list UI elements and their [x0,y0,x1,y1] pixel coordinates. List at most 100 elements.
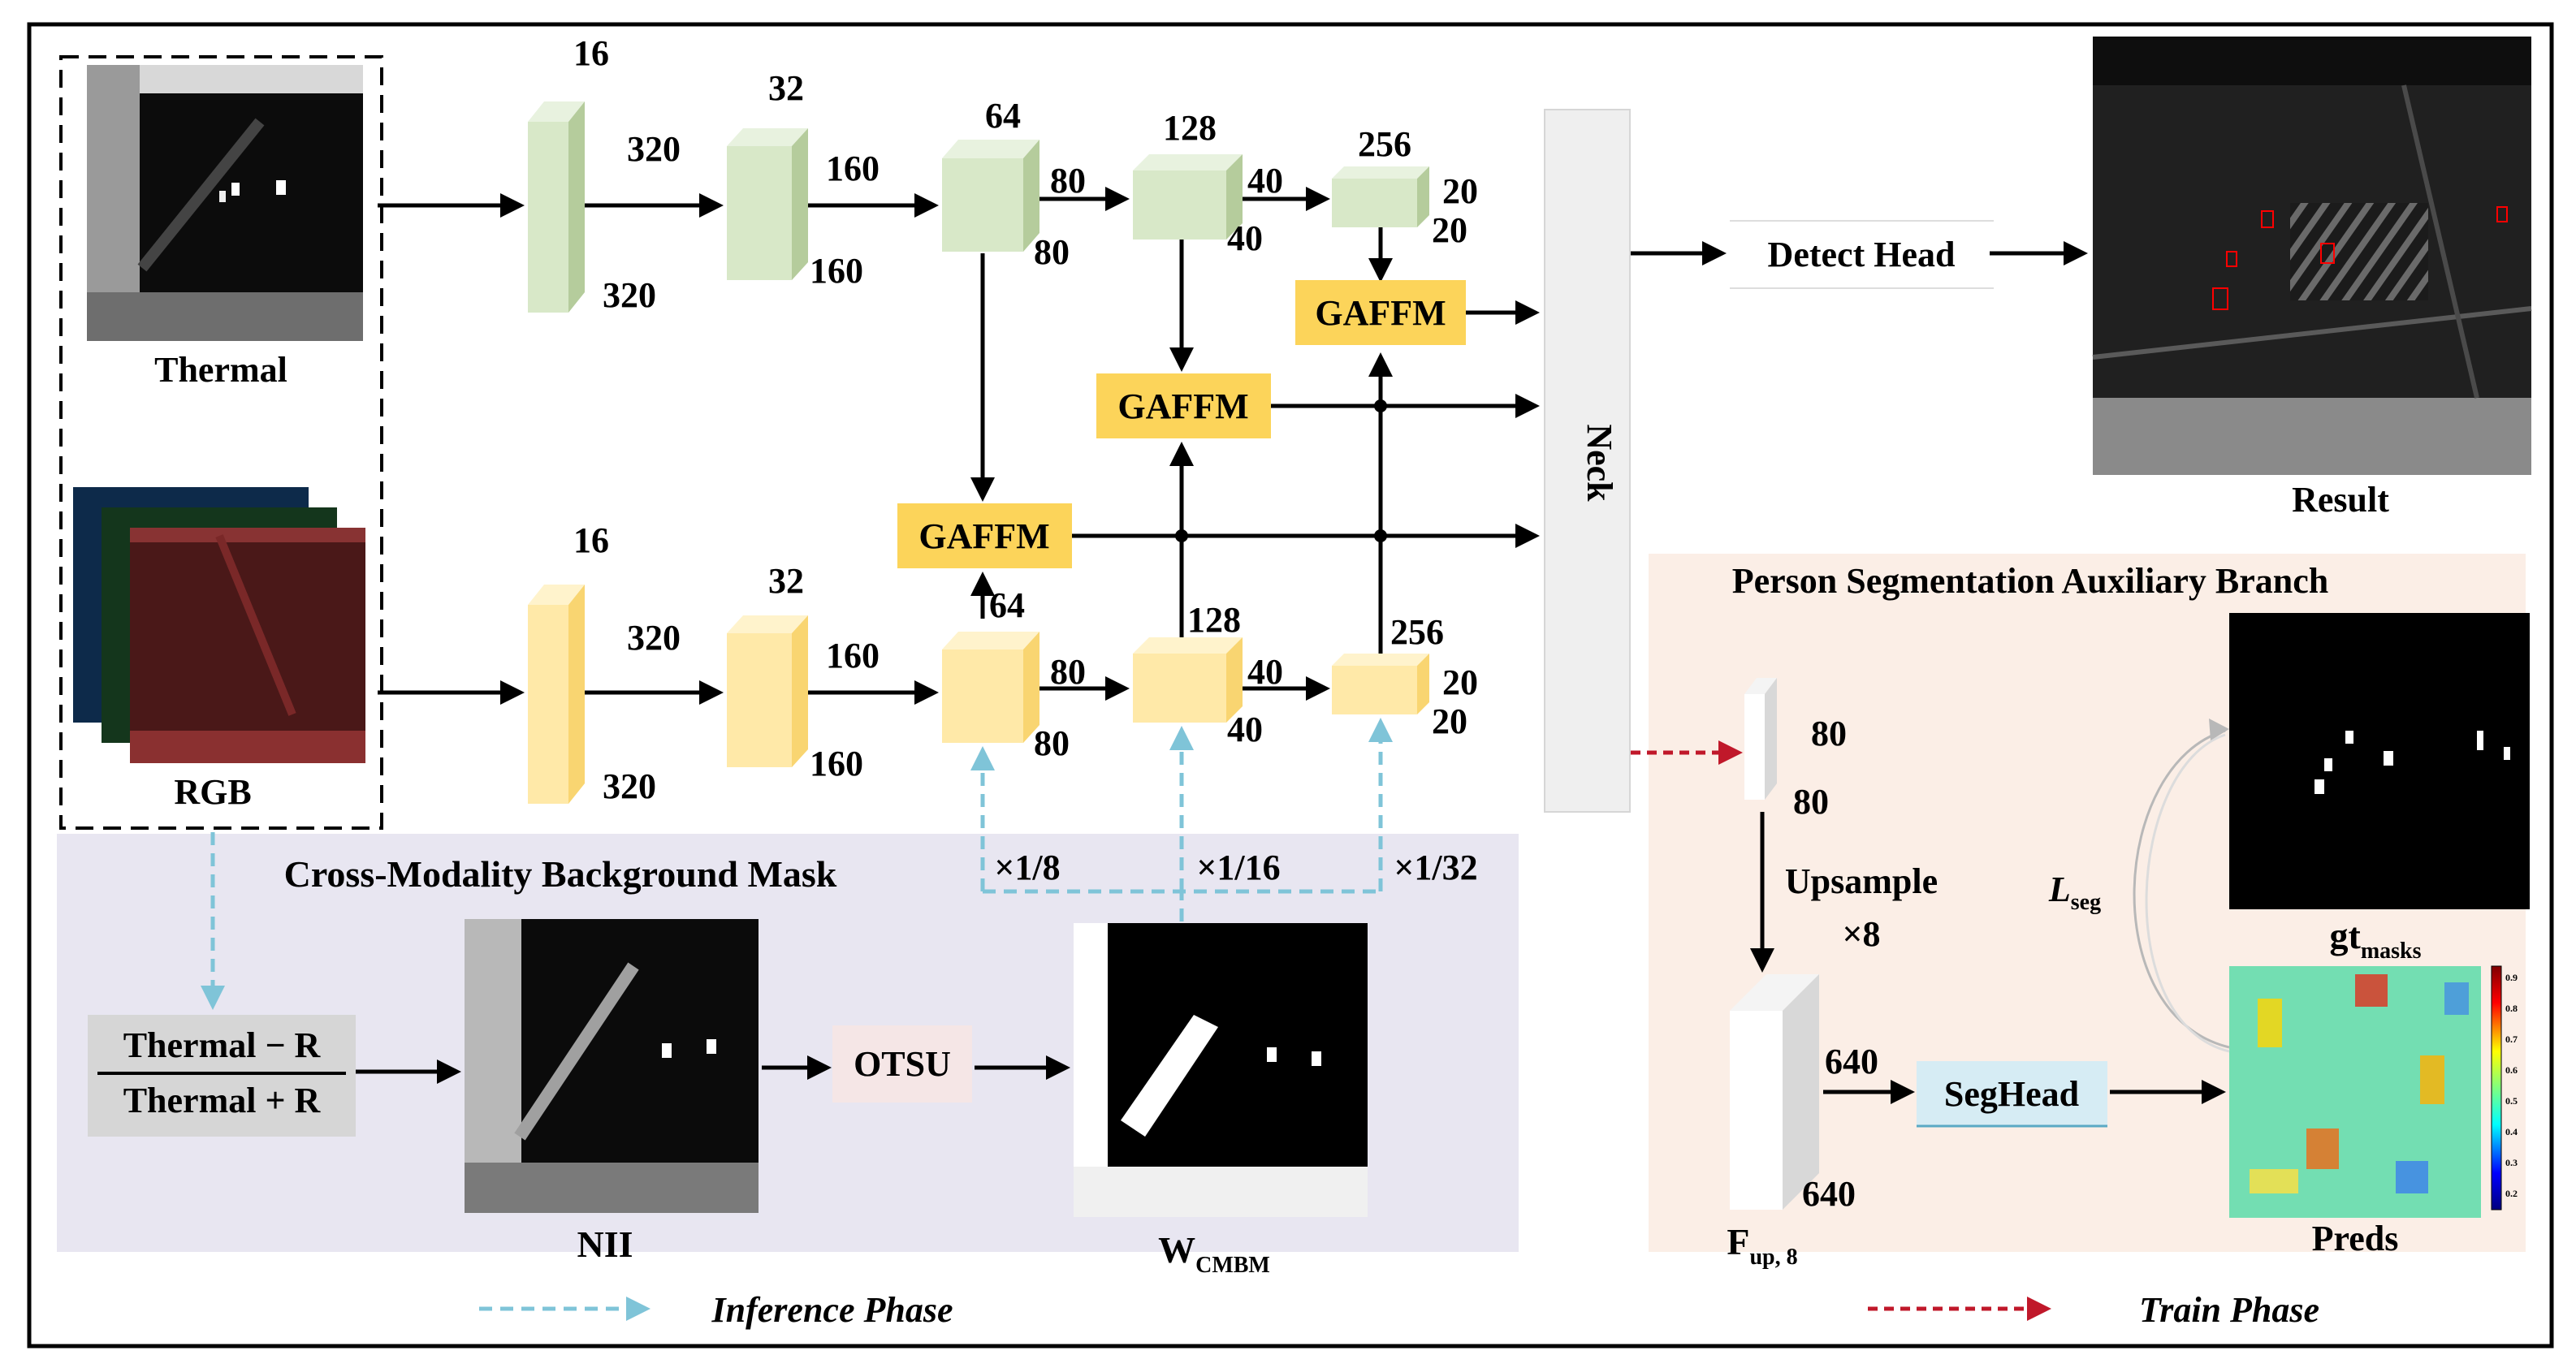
thermal-stage-2-size-a: 160 [826,149,880,188]
seghead-block: SegHead [1917,1061,2107,1128]
thermal-stage-5-size-b: 20 [1432,210,1467,250]
seg-feature-cube [1744,678,1777,800]
rgb-cube-1 [528,585,585,804]
svg-text:GAFFM: GAFFM [1315,293,1446,333]
rgb-cube-3 [942,632,1039,743]
result-image [2092,37,2532,475]
colorbar-tick-6: 0.3 [2505,1157,2518,1168]
rgb-stage-2-size-b: 160 [810,744,863,783]
rgb-image-stack [73,487,365,763]
thermal-stage-4-channels: 128 [1163,108,1217,148]
thermal-stage-2-channels: 32 [768,68,804,108]
rgb-stage-2-size-a: 160 [826,636,880,675]
thermal-stage-1-size-a: 320 [627,129,681,169]
inference-paths [201,718,1393,1010]
seg-branch-title: Person Segmentation Auxiliary Branch [1732,561,2329,601]
cmbm-title: Cross-Modality Background Mask [284,853,837,895]
seg-feature-size-b: 80 [1793,782,1829,822]
rgb-stage-3-channels: 64 [989,585,1025,625]
thermal-stage-1-size-b: 320 [603,275,656,315]
rgb-stage-1-channels: 16 [573,520,609,560]
thermal-stage-4-size-a: 40 [1247,161,1283,201]
thermal-stage-5-size-a: 20 [1442,171,1478,211]
thermal-stage-3-channels: 64 [985,96,1021,136]
svg-text:SegHead: SegHead [1944,1074,2079,1114]
svg-text:Thermal + R: Thermal + R [123,1081,322,1120]
otsu-block: OTSU [832,1025,972,1103]
rgb-label: RGB [174,772,251,812]
seg-feature-size-a: 80 [1811,714,1847,753]
rgb-stage-3-size-a: 80 [1050,652,1086,692]
scale-label-1-8: ×1/8 [994,848,1060,887]
colorbar-tick-3: 0.6 [2505,1064,2518,1076]
rgb-stage-2-channels: 32 [768,561,804,601]
thermal-stage-4-size-b: 40 [1227,218,1263,258]
gt-masks-label: gtmasks [2329,915,2421,964]
rgb-stage-4-size-b: 40 [1227,710,1263,749]
inference-legend-label: Inference Phase [711,1290,953,1330]
gaffm-module-2: GAFFM [1096,373,1271,438]
colorbar-tick-1: 0.8 [2505,1003,2518,1014]
detect-head: Detect Head [1730,220,1994,289]
rgb-cube-4 [1133,637,1243,723]
loss-arc-inner [2145,733,2230,1053]
rgb-cube-5 [1332,654,1429,714]
rgb-stage-4-channels: 128 [1187,600,1241,640]
fup-cube [1730,974,1819,1210]
cmbm-arrows [356,1055,1070,1084]
colorbar-tick-0: 0.9 [2505,972,2518,983]
input-dashed-box [59,55,383,830]
neck-block [1544,109,1631,813]
preds-label: Preds [2312,1219,2399,1258]
scale-label-1-32: ×1/32 [1394,848,1477,887]
colorbar-tick-7: 0.2 [2505,1188,2518,1199]
gt-masks-image [2229,613,2530,909]
loss-label: Lseg [2048,870,2101,915]
rgb-stage-3-size-b: 80 [1034,723,1070,763]
rgb-cube-2 [727,615,808,767]
rgb-stage-5-size-b: 20 [1432,701,1467,741]
scale-label-1-16: ×1/16 [1196,848,1280,887]
thermal-cube-2 [727,128,808,280]
thermal-image [87,65,363,341]
svg-text:GAFFM: GAFFM [1117,386,1248,426]
rgb-stage-4-size-a: 40 [1247,652,1283,692]
rgb-stage-1-size-b: 320 [603,766,656,806]
junction-dots [1175,399,1387,542]
thermal-stage-1-channels: 16 [573,33,609,73]
svg-text:OTSU: OTSU [854,1044,951,1084]
nii-image [465,919,759,1213]
loss-arc-head [2209,719,2229,740]
svg-text:GAFFM: GAFFM [918,516,1049,556]
train-legend-label: Train Phase [2139,1290,2319,1330]
upsample-factor: ×8 [1842,914,1880,954]
colorbar-tick-4: 0.5 [2505,1095,2518,1107]
thermal-cube-3 [942,140,1039,252]
nii-label: NII [577,1223,633,1265]
thermal-stage-2-size-b: 160 [810,251,863,291]
cmbm-weight-label: WCMBM [1158,1229,1270,1278]
rgb-stage-1-size-a: 320 [627,618,681,658]
thermal-stage-5-channels: 256 [1358,124,1411,164]
preds-colorbar: 0.9 0.8 0.7 0.6 0.5 0.4 0.3 0.2 [2491,965,2518,1210]
upsample-label: Upsample [1785,861,1938,901]
gaffm-module-3: GAFFM [1295,280,1466,345]
rgb-stage-5-size-a: 20 [1442,662,1478,702]
thermal-label: Thermal [154,350,287,390]
preds-heatmap [2229,966,2481,1218]
thermal-cube-4 [1133,154,1243,240]
colorbar-tick-2: 0.7 [2505,1034,2518,1045]
colorbar-tick-5: 0.4 [2505,1126,2518,1137]
rgb-stage-5-channels: 256 [1390,612,1444,652]
thermal-cube-1 [528,101,585,313]
thermal-cube-5 [1332,166,1429,227]
fup-size-b: 640 [1802,1174,1856,1214]
nii-formula: Thermal − R Thermal + R [88,1015,356,1137]
fup-label: Fup, 8 [1727,1221,1797,1270]
cmbm-weight-image [1074,923,1368,1217]
gaffm-module-1: GAFFM [897,503,1072,568]
neck-label: Neck [1580,424,1619,502]
outer-frame [27,22,2554,1349]
